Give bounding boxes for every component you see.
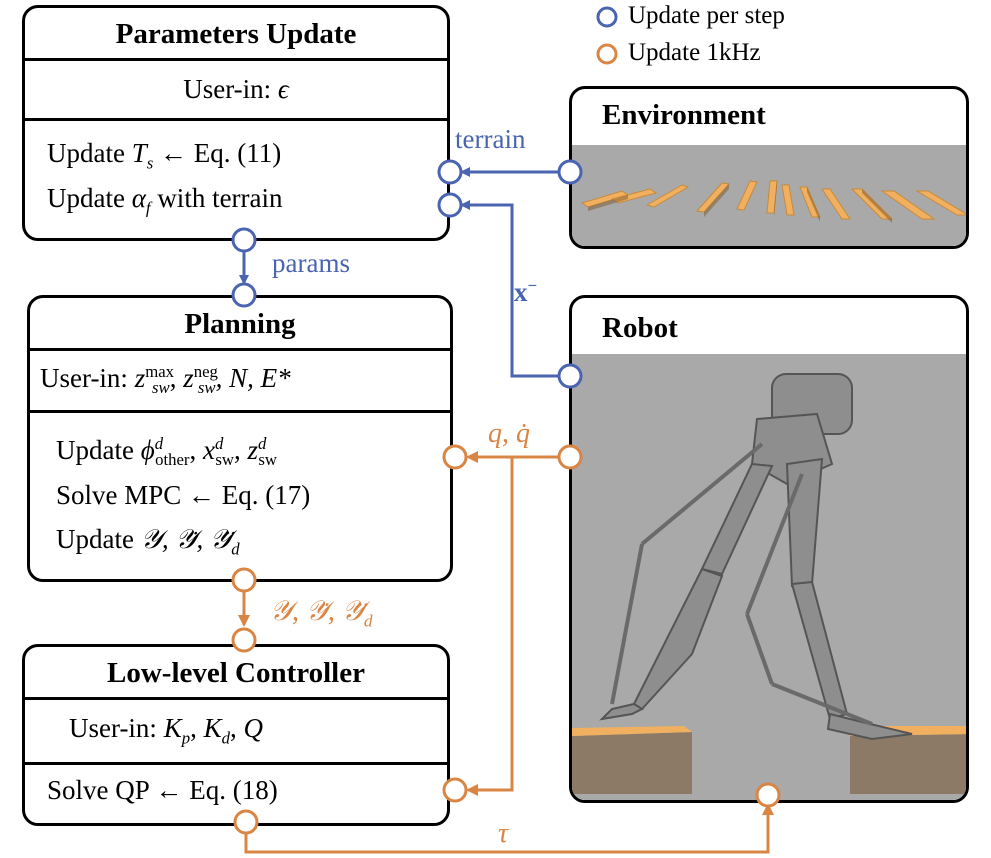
epsilon-symbol: ϵ: [277, 74, 289, 104]
y-sub: d: [231, 539, 240, 559]
phi-sup: d: [154, 434, 164, 453]
z-neg-sub: sw: [197, 378, 216, 398]
phi-sub: other: [155, 450, 190, 470]
environment-render: [572, 145, 966, 246]
low-level-controller-title: Low-level Controller: [107, 657, 365, 689]
parameters-line-2: Update αf with terrain: [25, 183, 447, 218]
llc-user-in: User-in: Kp, Kd, Q: [69, 713, 263, 748]
robot-box: Robot: [569, 295, 969, 803]
legend-blue-label: Update per step: [628, 2, 785, 29]
z-symbol: z: [247, 435, 258, 465]
planning-user-in: User-in: zmaxsw, znegsw, N, E*: [40, 362, 291, 398]
planning-title: Planning: [184, 308, 296, 340]
n-e-symbols: , N, E*: [215, 363, 291, 393]
z-sub: sw: [258, 450, 277, 470]
tau-label: τ: [498, 818, 509, 849]
tau-edge: [244, 803, 774, 854]
divider: [25, 697, 447, 700]
q-qdot-label: q, q̇: [488, 418, 530, 449]
right-platform: [850, 734, 966, 794]
state-label: x−: [514, 276, 537, 308]
alpha-subscript: f: [145, 198, 151, 218]
z-neg-symbol: z: [183, 363, 194, 393]
user-in-label: User-in:: [40, 363, 128, 393]
left-platform: [572, 732, 692, 794]
params-label: params: [272, 248, 350, 278]
z-max-sub: sw: [152, 378, 170, 398]
z-sup: d: [257, 434, 267, 453]
ts-symbol: T: [131, 138, 147, 168]
parameters-update-title: Parameters Update: [115, 18, 357, 50]
x-symbol: x: [202, 435, 215, 465]
alpha-symbol: α: [131, 183, 146, 213]
bipedal-robot-image: [572, 373, 966, 794]
y-sub: d: [363, 611, 373, 631]
divider: [25, 118, 447, 121]
legend-orange-label: Update 1kHz: [628, 39, 761, 66]
user-in-label: User-in:: [183, 74, 272, 104]
update-word: Update: [47, 138, 125, 168]
x-sub: sw: [215, 450, 234, 470]
divider: [25, 58, 447, 61]
planning-box: Planning User-in: zmaxsw, znegsw, N, E* …: [27, 295, 453, 582]
x-sup: d: [214, 434, 224, 453]
q-symbol: Q: [243, 713, 263, 743]
update-word: Update: [56, 435, 134, 465]
parameters-update-box: Parameters Update User-in: ϵ Update Ts ←…: [22, 5, 450, 241]
y-symbols: 𝒴, 𝒴̇, 𝒴̈: [270, 596, 364, 627]
divider: [30, 410, 450, 413]
update-word: Update: [56, 524, 134, 554]
parameters-line-1: Update Ts ← Eq. (11): [25, 138, 447, 173]
eq11-ref: ← Eq. (11): [160, 138, 282, 168]
planning-line-1: Update ϕdother, xdsw, zdsw: [56, 434, 277, 470]
x-sup: −: [527, 276, 538, 295]
terrain-stones-image: [580, 180, 966, 223]
update-word: Update: [47, 183, 125, 213]
environment-box: Environment: [569, 86, 969, 249]
parameters-user-in: User-in: ϵ: [25, 74, 447, 105]
robot-render: [572, 354, 966, 800]
ts-subscript: s: [146, 153, 154, 173]
kp-symbol: K: [163, 713, 182, 743]
environment-title: Environment: [602, 99, 766, 131]
low-level-controller-box: Low-level Controller User-in: Kp, Kd, Q …: [22, 644, 450, 826]
y-symbols: 𝒴, 𝒴̇, 𝒴̈: [140, 524, 232, 554]
z-max-symbol: z: [134, 363, 146, 393]
z-max-sup: max: [145, 362, 175, 381]
z-neg-sup: neg: [193, 362, 218, 381]
robot-title: Robot: [602, 312, 678, 344]
llc-line-1: Solve QP ← Eq. (18): [47, 775, 278, 805]
planning-line-2: Solve MPC ← Eq. (17): [56, 480, 311, 510]
phi-symbol: ϕ: [140, 435, 155, 465]
with-terrain-text: with terrain: [157, 183, 283, 213]
user-in-label: User-in:: [69, 713, 157, 743]
x-symbol: x: [514, 277, 528, 307]
kd-sub: d: [221, 728, 230, 748]
state-edge: [460, 200, 570, 378]
kp-sub: p: [181, 728, 191, 748]
q-edge-llc: [466, 457, 514, 796]
kd-symbol: K: [203, 713, 222, 743]
terrain-label: terrain: [455, 124, 526, 154]
divider: [30, 348, 450, 351]
divider: [25, 762, 447, 765]
planning-line-3: Update 𝒴, 𝒴̇, 𝒴̈d: [30, 524, 450, 559]
y-label: 𝒴, 𝒴̇, 𝒴̈d: [270, 596, 373, 632]
